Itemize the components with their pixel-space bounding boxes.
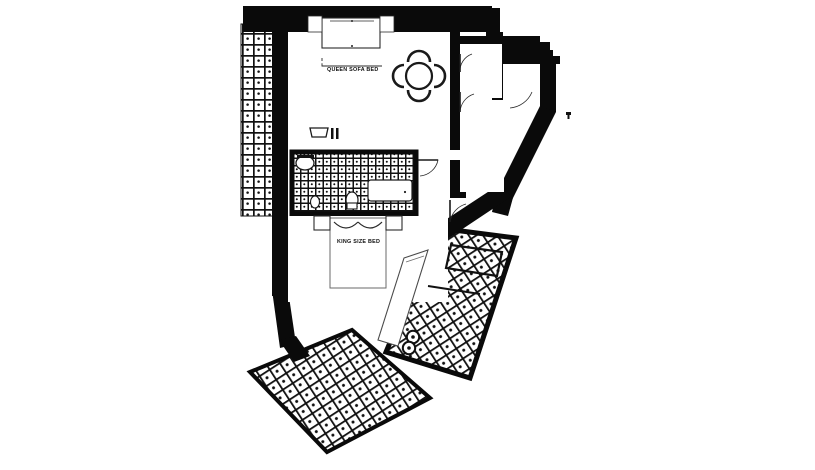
dining-table-furniture — [391, 49, 447, 103]
entry-hall — [460, 36, 504, 192]
door-swings — [418, 53, 533, 223]
bathroom — [289, 127, 419, 217]
nightstand-right — [385, 215, 403, 231]
bidet-fixture — [309, 195, 321, 209]
queen-sofa-bed-furniture — [307, 15, 395, 67]
queen-sofa-bed-label: QUEEN SOFA BED — [327, 67, 379, 73]
bathtub-fixture — [367, 179, 413, 202]
stove-burners — [401, 329, 421, 356]
vanity-mirror — [309, 127, 339, 139]
north-marker-icon — [566, 112, 571, 119]
sink-fixture — [295, 155, 315, 171]
king-size-bed-furniture — [313, 215, 403, 289]
nightstand-left — [313, 215, 331, 231]
desk-furniture — [377, 249, 429, 347]
exterior-walls — [243, 6, 560, 362]
kitchen-angled — [401, 243, 504, 356]
king-size-bed-label: KING SIZE BED — [337, 239, 380, 245]
toilet-fixture — [345, 191, 359, 210]
